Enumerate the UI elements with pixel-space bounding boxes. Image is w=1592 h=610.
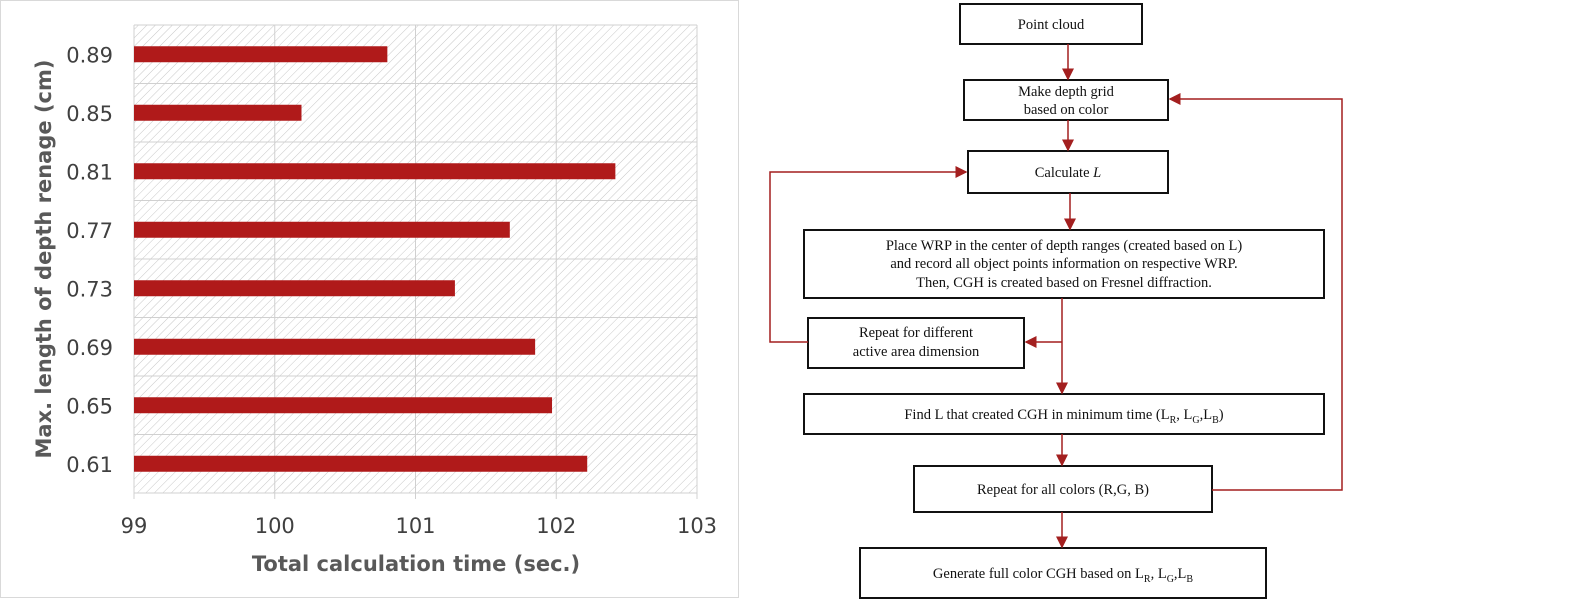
y-tick-label: 0.61	[66, 453, 113, 477]
place-wrp-box	[803, 229, 1325, 299]
calculate-l-label: Calculate L	[1035, 165, 1101, 181]
y-axis-title: Max. length of depth renage (cm)	[32, 60, 56, 459]
flowchart: Point cloud Make depth grid based on col…	[769, 3, 1343, 599]
find-l-sub-b: B	[1212, 415, 1219, 426]
find-l-text: Find L that created CGH in minimum time …	[904, 407, 1169, 423]
point-cloud-label: Point cloud	[1018, 17, 1085, 33]
generate-cgh-label: Generate full color CGH based on LR, LG,…	[933, 566, 1194, 585]
bar-chart-panel: 99 100 101 102 103 0.61 0.65 0.69 0.73 0.77 0.81 0.…	[0, 0, 739, 598]
generate-sub-g: G	[1167, 574, 1174, 585]
depth-grid-box	[963, 79, 1169, 121]
y-tick-label: 0.89	[66, 43, 113, 67]
bar	[134, 221, 510, 238]
find-l-label: Find L that created CGH in minimum time …	[904, 407, 1223, 426]
y-tick-label: 0.73	[66, 277, 113, 301]
x-tick-label: 101	[395, 514, 435, 538]
calculate-variable: L	[1092, 165, 1101, 181]
depth-grid-label-line1: Make depth grid	[1018, 84, 1115, 100]
x-tick-label: 103	[677, 514, 717, 538]
arrow-repeat-colors-loop	[1168, 93, 1343, 491]
y-tick-label: 0.69	[66, 336, 113, 360]
find-l-close: )	[1219, 407, 1224, 423]
bar	[134, 397, 553, 414]
arrow-repeat-area-loop	[769, 166, 968, 343]
find-l-sub-g: G	[1192, 415, 1199, 426]
bar	[134, 46, 388, 63]
bar	[134, 455, 588, 472]
find-l-sub-r: R	[1170, 415, 1177, 426]
bar-chart: 99 100 101 102 103 0.61 0.65 0.69 0.73 0.77 0.81 0.…	[32, 24, 717, 576]
generate-sub-r: R	[1144, 574, 1151, 585]
x-axis-title: Total calculation time (sec.)	[252, 552, 580, 576]
find-l-comma-1: , L	[1176, 407, 1192, 423]
repeat-colors-box	[913, 465, 1213, 513]
find-l-comma-2: ,L	[1200, 407, 1212, 423]
repeat-area-box	[807, 317, 1025, 369]
place-wrp-line2: and record all object points information…	[890, 256, 1237, 272]
repeat-area-line1: Repeat for different	[859, 325, 973, 341]
point-cloud-box	[959, 3, 1143, 45]
place-wrp-line3: Then, CGH is created based on Fresnel di…	[916, 275, 1212, 291]
y-tick-label: 0.65	[66, 394, 113, 418]
x-tick-label: 102	[536, 514, 576, 538]
y-tick-label: 0.77	[66, 219, 113, 243]
generate-sub-b: B	[1186, 574, 1193, 585]
find-l-box	[803, 393, 1325, 435]
y-tick-label: 0.81	[66, 160, 113, 184]
calculate-prefix: Calculate	[1035, 165, 1093, 181]
generate-text: Generate full color CGH based on L	[933, 566, 1144, 582]
x-tick-label: 100	[255, 514, 295, 538]
bar	[134, 338, 536, 355]
bar	[134, 104, 302, 121]
x-tick-label: 99	[121, 514, 148, 538]
repeat-colors-label: Repeat for all colors (R,G, B)	[977, 482, 1149, 498]
repeat-area-line2: active area dimension	[853, 344, 980, 360]
place-wrp-line1: Place WRP in the center of depth ranges …	[886, 238, 1242, 254]
bar	[134, 163, 616, 180]
depth-grid-label-line2: based on color	[1024, 102, 1109, 118]
generate-comma-2: ,L	[1174, 566, 1186, 582]
generate-comma-1: , L	[1151, 566, 1167, 582]
y-tick-label: 0.85	[66, 102, 113, 126]
bar	[134, 280, 455, 297]
